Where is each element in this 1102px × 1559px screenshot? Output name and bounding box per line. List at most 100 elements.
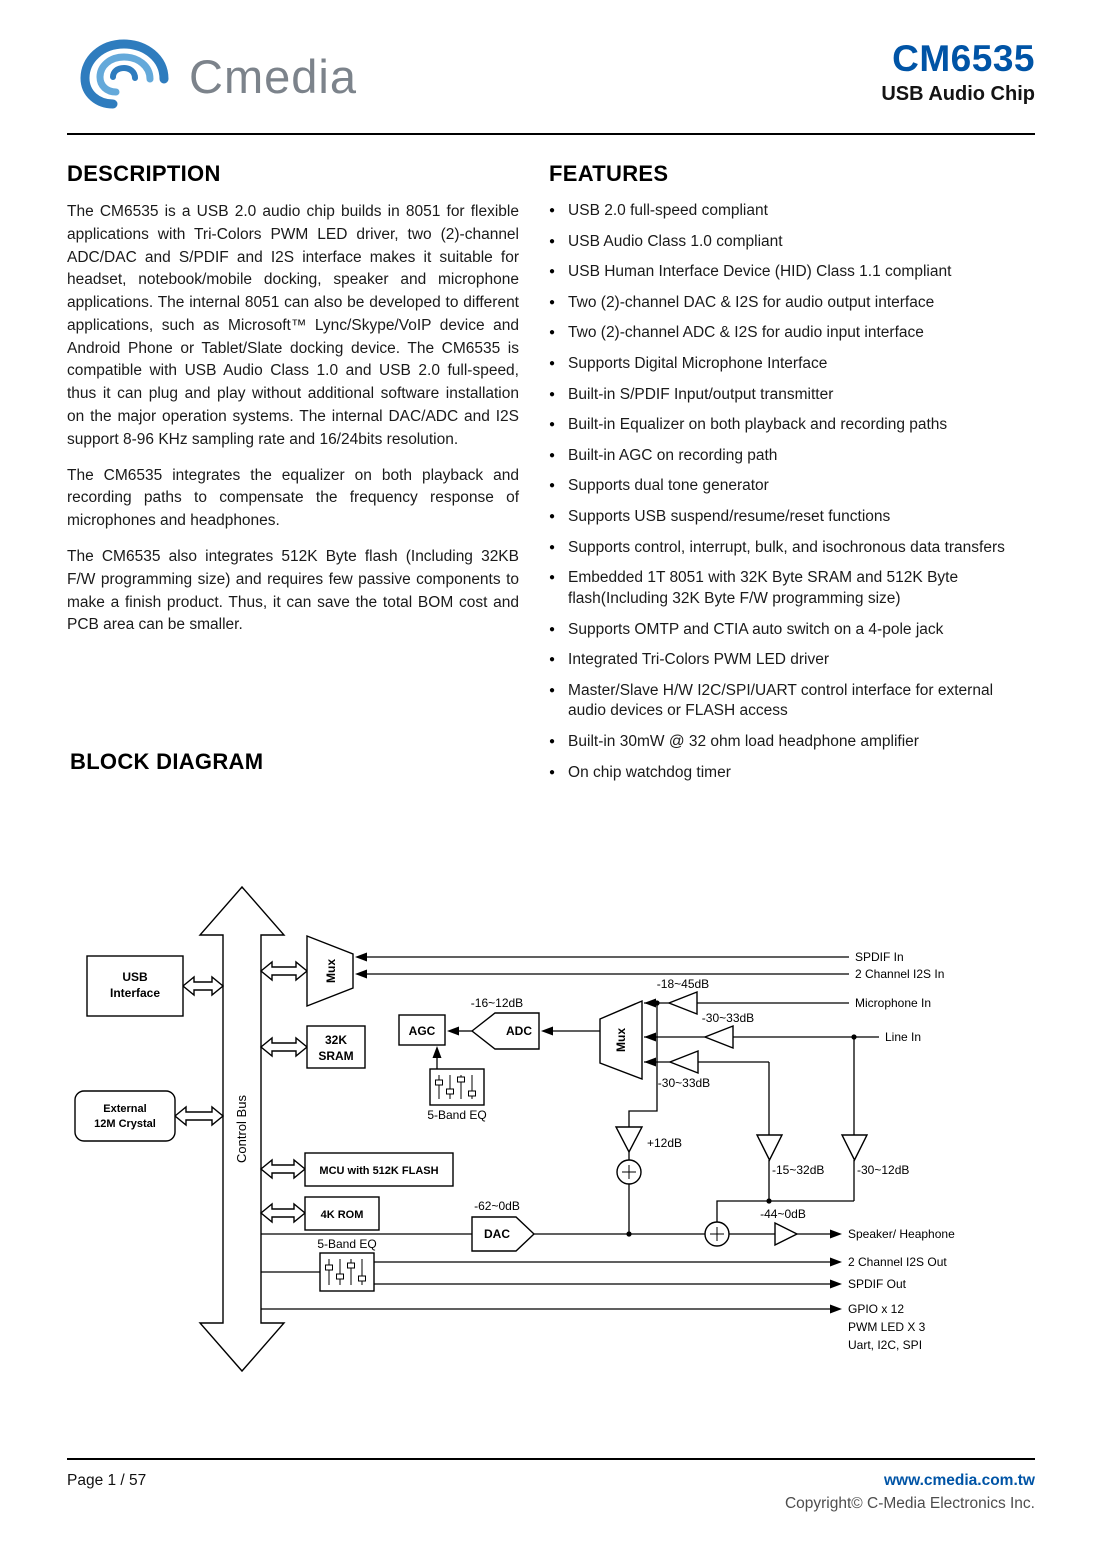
eq-bottom-block: 5-Band EQ bbox=[317, 1237, 377, 1292]
mux-top: Mux bbox=[306, 934, 354, 1008]
feature-item: ● Two (2)-channel ADC & I2S for audio inp… bbox=[549, 323, 1035, 344]
output-trim-label: -30~12dB bbox=[857, 1163, 909, 1177]
mcu-label: MCU with 512K FLASH bbox=[319, 1165, 438, 1177]
dac-label: DAC bbox=[484, 1227, 510, 1241]
speaker-amp: -44~0dB bbox=[760, 1207, 806, 1247]
boost-gain-label: +12dB bbox=[647, 1136, 682, 1150]
bullet-icon: ● bbox=[549, 419, 556, 431]
feature-item: ● Built-in Equalizer on both playback and… bbox=[549, 415, 1035, 436]
bullet-icon: ● bbox=[549, 388, 556, 400]
agc-box: AGC bbox=[398, 1014, 446, 1046]
bullet-icon: ● bbox=[549, 735, 556, 747]
header-rule bbox=[67, 133, 1035, 135]
feature-item: ● USB 2.0 full-speed compliant bbox=[549, 201, 1035, 222]
bullet-icon: ● bbox=[549, 623, 556, 635]
cmedia-brand: Cmedia bbox=[67, 34, 357, 119]
feature-item: ●Built-in AGC on recording path bbox=[549, 446, 1035, 467]
feature-text: Integrated Tri-Colors PWM LED driver bbox=[568, 651, 830, 669]
description-paragraph: The CM6535 also integrates 512K Byte fla… bbox=[67, 547, 519, 634]
feature-text: Supports OMTP and CTIA auto switch on a … bbox=[568, 620, 944, 638]
feature-text: Built-in 30mW @ 32 ohm load headphone am… bbox=[568, 732, 919, 750]
feature-text: Built-in Equalizer on both playback and … bbox=[568, 416, 948, 434]
bullet-icon: ● bbox=[549, 296, 556, 308]
mcu-box: MCU with 512K FLASH bbox=[304, 1152, 454, 1187]
io-mic-in-label: Microphone In bbox=[855, 996, 931, 1010]
mux-top-label: Mux bbox=[324, 959, 338, 983]
sidetone-gain-label: -15~32dB bbox=[772, 1163, 824, 1177]
bullet-icon: ● bbox=[549, 327, 556, 339]
bullet-icon: ● bbox=[549, 684, 556, 696]
bullet-icon: ● bbox=[549, 266, 556, 278]
description-title: DESCRIPTION bbox=[67, 161, 221, 186]
feature-item: ●Supports Digital Microphone Interface bbox=[549, 354, 1035, 375]
product-name: CM6535 bbox=[892, 38, 1035, 79]
adc-block: ADC -16~12dB bbox=[471, 996, 540, 1050]
line-gain-amp: -30~33dB bbox=[702, 1011, 754, 1050]
mux-mid: Mux bbox=[599, 999, 643, 1081]
block-diagram-title: BLOCK DIAGRAM bbox=[70, 749, 264, 775]
usb-interface-label-2: Interface bbox=[110, 986, 160, 1000]
feature-text: Two (2)-channel ADC & I2S for audio inpu… bbox=[568, 324, 924, 342]
line-gain-label: -30~33dB bbox=[702, 1011, 754, 1025]
feature-text: USB Audio Class 1.0 compliant bbox=[568, 232, 783, 250]
mux-mid-label: Mux bbox=[614, 1028, 628, 1052]
io-i2s-in-label: 2 Channel I2S In bbox=[855, 967, 944, 981]
feature-text: Supports dual tone generator bbox=[568, 477, 769, 495]
features-column: FEATURES ● USB 2.0 full-speed compliant ●… bbox=[519, 161, 1035, 793]
sum-node-1 bbox=[616, 1159, 642, 1185]
sram-label-1: 32K bbox=[325, 1033, 347, 1047]
feature-item: ● USB Human Interface Device (HID) Class … bbox=[549, 262, 1035, 283]
description-column: DESCRIPTION The CM6535 is a USB 2.0 audi… bbox=[67, 161, 519, 775]
agc-label: AGC bbox=[409, 1024, 436, 1038]
mic-gain-label: -18~45dB bbox=[657, 977, 709, 991]
feature-text: Supports control, interrupt, bulk, and i… bbox=[568, 538, 1005, 556]
feature-text: Supports USB suspend/resume/reset functi… bbox=[568, 508, 891, 526]
bullet-icon: ● bbox=[549, 235, 556, 247]
dac-gain-label: -62~0dB bbox=[474, 1199, 520, 1213]
rom-label: 4K ROM bbox=[321, 1209, 364, 1221]
control-bus-label: Control Bus bbox=[234, 1095, 249, 1163]
dac-block: DAC -62~0dB bbox=[471, 1199, 536, 1252]
cmedia-logo-icon bbox=[67, 34, 185, 119]
feature-text: USB 2.0 full-speed compliant bbox=[568, 202, 768, 219]
bullet-icon: ● bbox=[549, 654, 556, 666]
mic-gain-amp: -18~45dB bbox=[657, 977, 709, 1016]
output-trim-amp: -30~12dB bbox=[840, 1134, 909, 1177]
description-paragraph: The CM6535 is a USB 2.0 audio chip build… bbox=[67, 203, 519, 448]
page-header: Cmedia CM6535 USB Audio Chip bbox=[67, 34, 1035, 119]
product-subtitle: USB Audio Chip bbox=[881, 83, 1035, 105]
adc-gain-label: -16~12dB bbox=[471, 996, 523, 1010]
eq-top-block: 5-Band EQ bbox=[427, 1068, 487, 1122]
io-spdif-out-label: SPDIF Out bbox=[848, 1277, 907, 1291]
bullet-icon: ● bbox=[549, 480, 556, 492]
boost-gain-amp: +12dB bbox=[614, 1126, 682, 1154]
rom-box: 4K ROM bbox=[304, 1196, 380, 1231]
equalizer-sliders-icon bbox=[435, 1075, 476, 1099]
usb-interface-label-1: USB bbox=[122, 970, 148, 984]
speaker-gain-label: -44~0dB bbox=[760, 1207, 806, 1221]
feature-text: USB Human Interface Device (HID) Class 1… bbox=[568, 263, 952, 281]
sram-label-2: SRAM bbox=[318, 1049, 353, 1063]
feature-item: ●Two (2)-channel DAC & I2S for audio out… bbox=[549, 293, 1035, 314]
io-gpio-label: GPIO x 12 bbox=[848, 1302, 904, 1316]
feature-text: Built-in AGC on recording path bbox=[568, 446, 778, 464]
feature-text: Supports Digital Microphone Interface bbox=[568, 355, 828, 373]
bullet-icon: ● bbox=[549, 205, 556, 216]
copyright-text: Copyright© C-Media Electronics Inc. bbox=[784, 1495, 1035, 1512]
adc-label: ADC bbox=[506, 1024, 532, 1038]
loopback-gain-label: -30~33dB bbox=[658, 1076, 710, 1090]
feature-text: Master/Slave H/W I2C/SPI/UART control in… bbox=[568, 681, 994, 720]
io-spdif-in-label: SPDIF In bbox=[855, 950, 904, 964]
feature-item: ● Integrated Tri-Colors PWM LED driver bbox=[549, 650, 1035, 671]
page-footer: Page 1 / 57 www.cmedia.com.tw Copyright©… bbox=[67, 1458, 1035, 1513]
bullet-icon: ● bbox=[549, 766, 556, 778]
eq-bottom-label: 5-Band EQ bbox=[317, 1237, 376, 1251]
loopback-gain-amp: -30~33dB bbox=[658, 1049, 710, 1090]
features-title: FEATURES bbox=[549, 161, 669, 186]
sum-node-2 bbox=[704, 1221, 730, 1247]
description-paragraph: The CM6535 integrates the equalizer on b… bbox=[67, 466, 519, 530]
feature-item: ●Built-in S/PDIF Input/output transmitte… bbox=[549, 385, 1035, 406]
website-link[interactable]: www.cmedia.com.tw bbox=[883, 1472, 1035, 1489]
diagram-wires bbox=[261, 952, 879, 1314]
control-bus-arrow: Control Bus bbox=[198, 885, 286, 1373]
